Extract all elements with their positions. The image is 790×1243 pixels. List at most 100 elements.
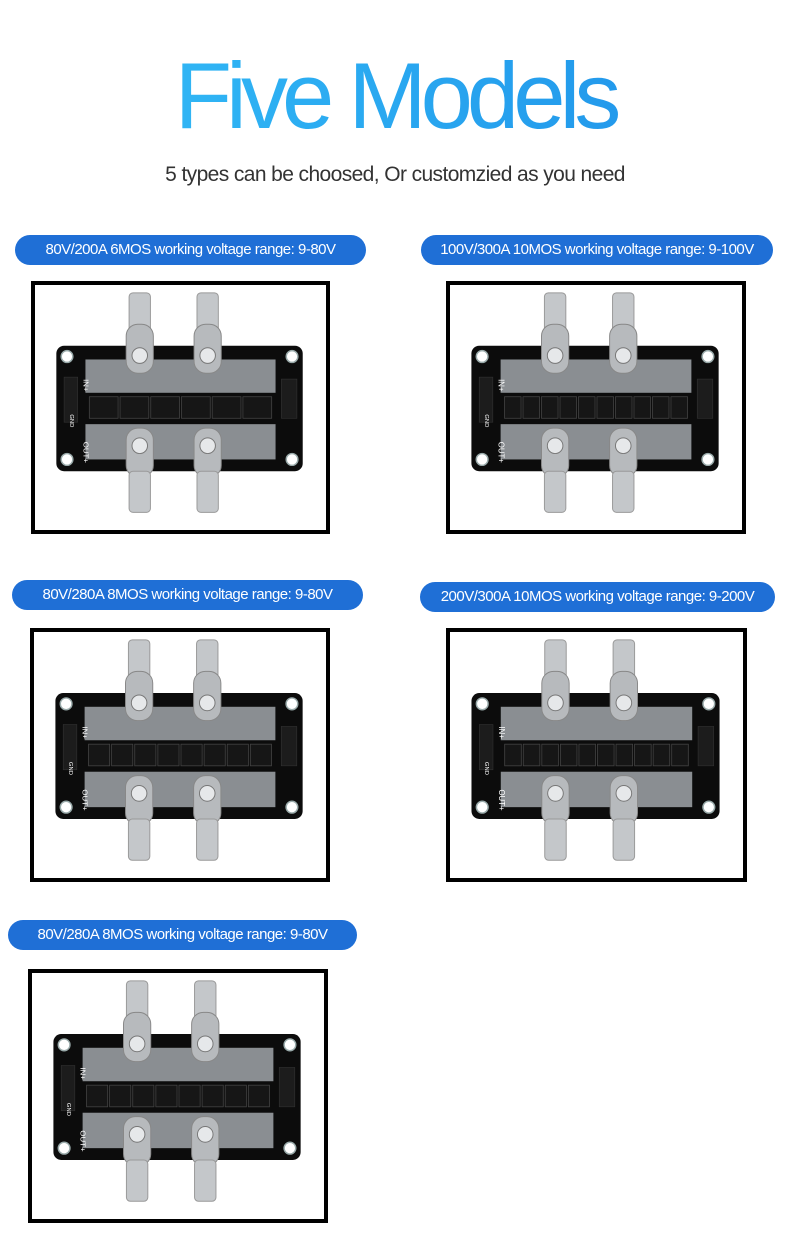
mounting-hole [285, 697, 299, 711]
pcb-board: IN+OUT+GND [53, 980, 301, 1202]
page-subtitle: 5 types can be choosed, Or customzied as… [165, 163, 625, 186]
gnd-label: GND [67, 762, 73, 775]
side-components [696, 378, 714, 419]
mosfet-chip [150, 396, 180, 419]
mosfet-chip [633, 396, 651, 419]
model-image-frame-3: IN+ OUT+ GND [30, 628, 330, 882]
pcb-board: IN+OUT+GND [471, 292, 719, 513]
mosfet-chip [155, 1084, 178, 1108]
mounting-hole [702, 697, 716, 711]
in-label: IN+ [497, 379, 506, 392]
terminal-bolt [198, 785, 216, 802]
out-label: OUT+ [497, 789, 506, 811]
model-image-frame-1: IN+OUT+GND [31, 281, 330, 534]
mounting-hole [701, 452, 715, 467]
heatsink-top [500, 359, 692, 393]
mosfet-chip [597, 743, 615, 767]
mosfet-chip [224, 1084, 247, 1108]
model-board-image-4: IN+OUT+GND [471, 639, 720, 861]
terminal-lug-bottom [125, 1159, 149, 1202]
terminal-lug-bottom [612, 818, 636, 861]
page-title: Five Models [0, 46, 790, 146]
mosfet-chip [671, 743, 689, 767]
mosfet-chip [109, 1084, 132, 1108]
heatsink-bottom [82, 1112, 274, 1149]
in-label: IN+ [82, 379, 91, 392]
mosfet-chip [111, 743, 134, 767]
terminal-bolt [547, 785, 564, 802]
terminal-bolt [130, 785, 148, 802]
terminal-bolt [546, 347, 564, 364]
mosfet-chip [615, 743, 634, 767]
mounting-hole [475, 697, 489, 711]
mosfet-chip [157, 743, 180, 767]
heatsink-bottom [500, 424, 692, 460]
mounting-hole [475, 349, 489, 364]
terminal-lug-bottom [127, 818, 151, 861]
mosfet-chip [88, 396, 119, 419]
side-components [63, 376, 78, 423]
side-components [281, 378, 298, 419]
terminal-bolt [196, 1126, 214, 1143]
mounting-hole [702, 800, 716, 814]
heatsink-top [500, 706, 693, 741]
heatsink-bottom [84, 771, 276, 808]
mosfet-chip [88, 743, 111, 767]
mosfet-chip [203, 743, 226, 767]
model-image-frame-2: IN+OUT+GND [446, 281, 746, 534]
mosfet-chip [522, 743, 541, 767]
mosfet-chip [615, 396, 633, 419]
model-label-4: 200V/300A 10MOS working voltage range: 9… [420, 582, 775, 612]
terminal-bolt [199, 347, 216, 364]
mounting-hole [60, 452, 74, 467]
mosfet-chip [119, 396, 150, 419]
side-components [478, 376, 494, 423]
model-board-image-5: IN+OUT+GND [53, 980, 301, 1202]
mosfet-chip [132, 1084, 155, 1108]
mounting-hole [701, 349, 715, 364]
mounting-hole [59, 800, 73, 814]
out-label: OUT+ [81, 789, 90, 811]
terminal-bolt [199, 437, 216, 455]
model-label-1: 80V/200A 6MOS working voltage range: 9-8… [15, 235, 366, 265]
heatsink-top [85, 359, 276, 393]
in-label: IN+ [79, 1067, 88, 1080]
mosfet-chip [178, 1084, 201, 1108]
mosfet-chip [180, 743, 203, 767]
mounting-hole [57, 1141, 71, 1155]
heatsink-bottom [85, 424, 276, 460]
mosfet-chip [504, 396, 522, 419]
in-label: IN+ [81, 726, 90, 739]
terminal-lug-bottom [544, 818, 567, 861]
terminal-lug-bottom [543, 470, 567, 513]
mosfet-chip [541, 396, 559, 419]
out-label: OUT+ [497, 442, 506, 464]
terminal-bolt [614, 437, 632, 455]
mosfet-chip [652, 396, 670, 419]
model-label-2: 100V/300A 10MOS working voltage range: 9… [421, 235, 773, 265]
mounting-hole [285, 800, 299, 814]
heatsink-top [82, 1047, 274, 1082]
pcb-board: IN+OUT+GND [471, 639, 720, 861]
mosfet-chip [134, 743, 157, 767]
terminal-bolt [198, 694, 216, 712]
mosfet-chip [181, 396, 211, 419]
heatsink-top [84, 706, 276, 741]
model-board-image-1: IN+OUT+GND [56, 292, 303, 513]
terminal-lug-bottom [194, 1159, 217, 1202]
mounting-hole [283, 1038, 297, 1052]
terminal-bolt [546, 437, 564, 455]
terminal-bolt [614, 347, 632, 364]
terminal-bolt [615, 694, 633, 712]
terminal-bolt [196, 1035, 214, 1053]
out-label: OUT+ [82, 442, 91, 464]
pcb-board: IN+OUT+GND [56, 292, 303, 513]
mosfet-chip [86, 1084, 109, 1108]
mosfet-chip [652, 743, 671, 767]
side-components [280, 726, 298, 767]
out-label: OUT+ [79, 1130, 88, 1152]
mounting-hole [285, 452, 299, 467]
mosfet-chip [578, 396, 596, 419]
terminal-bolt [128, 1126, 146, 1143]
in-label: IN+ [497, 726, 506, 739]
